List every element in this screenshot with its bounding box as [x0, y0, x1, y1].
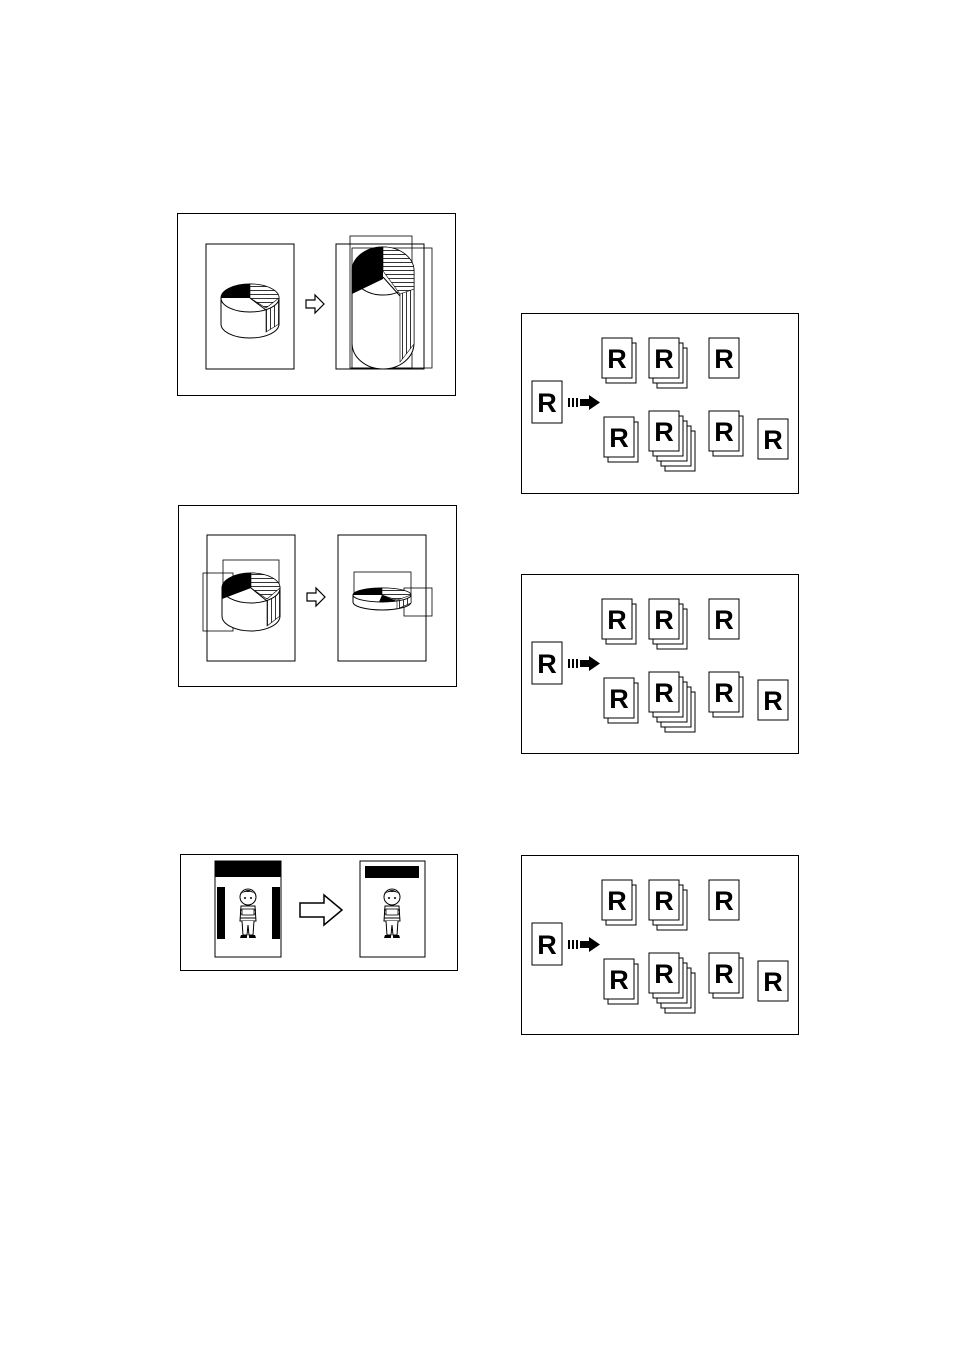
copy-stack: R: [604, 417, 638, 462]
copy-stack: R: [649, 880, 687, 930]
reduce-diagram: [178, 505, 457, 687]
copy-letter: R: [609, 423, 629, 453]
copy-stack: R: [649, 338, 687, 388]
copy-letter: R: [654, 678, 674, 708]
outline-arrow: [300, 895, 342, 925]
enlarged-pie-chart: [352, 247, 414, 369]
flattened-pie-chart: [353, 588, 411, 610]
copy-stack: R: [649, 672, 695, 732]
copy-letter: R: [714, 605, 734, 635]
copy-letter: R: [654, 959, 674, 989]
copy-letter: R: [714, 678, 734, 708]
original-page: R: [532, 642, 562, 684]
copy-stack: R: [649, 953, 695, 1013]
copy-letter: R: [763, 967, 783, 997]
copy-stack: R: [602, 599, 636, 644]
copy-letter: R: [714, 886, 734, 916]
copy-letter: R: [714, 959, 734, 989]
copy-letter: R: [607, 886, 627, 916]
outline-arrow: [306, 295, 324, 313]
copy-letter: R: [714, 344, 734, 374]
erase-border-diagram: [180, 854, 458, 971]
copy-letter: R: [609, 684, 629, 714]
copy-letter: R: [654, 417, 674, 447]
copy-letter: R: [654, 344, 674, 374]
enlarge-diagram: [177, 213, 456, 396]
original-letter: R: [537, 388, 557, 418]
copy-stack: R: [709, 411, 743, 456]
original-letter: R: [537, 930, 557, 960]
copy-stack: R: [604, 959, 638, 1004]
copy-letter: R: [654, 886, 674, 916]
copy-stack: R: [709, 338, 739, 378]
copy-stack: R: [602, 338, 636, 383]
feed-arrow: [568, 656, 600, 671]
original-letter: R: [537, 649, 557, 679]
copy-stack: R: [709, 599, 739, 639]
copy-stack: R: [649, 411, 695, 471]
copy-stack: R: [758, 961, 788, 1001]
copy-letter: R: [607, 344, 627, 374]
copy-letter: R: [609, 965, 629, 995]
original-page: R: [532, 381, 562, 423]
outline-arrow: [307, 588, 325, 606]
original-pie-chart: [222, 573, 280, 631]
copy-letter: R: [607, 605, 627, 635]
copy-stack: R: [649, 599, 687, 649]
copy-letter: R: [654, 605, 674, 635]
copy-letter: R: [763, 686, 783, 716]
small-pie-chart: [221, 284, 279, 338]
copy-letter: R: [763, 425, 783, 455]
copy-stack: R: [709, 953, 743, 998]
feed-arrow: [568, 395, 600, 410]
copy-stack: R: [709, 880, 739, 920]
copy-stack: R: [602, 880, 636, 925]
copy-letter: R: [714, 417, 734, 447]
copy-stack: R: [709, 672, 743, 717]
copy-stack: R: [604, 678, 638, 723]
original-page: R: [532, 923, 562, 965]
copy-stack: R: [758, 419, 788, 459]
feed-arrow: [568, 937, 600, 952]
copy-stack: R: [758, 680, 788, 720]
